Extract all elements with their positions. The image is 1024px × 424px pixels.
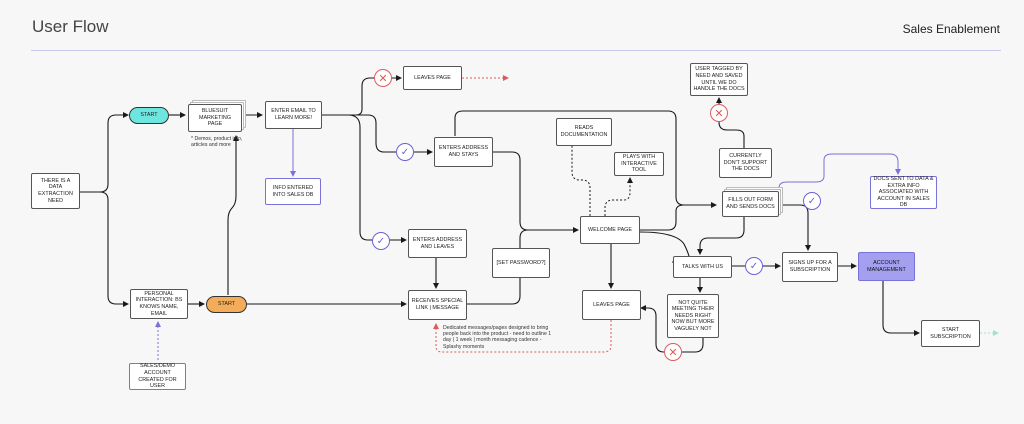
node-leaves-page-top: LEAVES PAGE <box>403 66 462 90</box>
approve-check-icon: ✓ <box>396 143 414 161</box>
connector <box>454 110 717 208</box>
connector <box>640 204 716 231</box>
note-demos: * Demos, product info, articles and more <box>191 136 243 149</box>
connector <box>80 112 129 193</box>
node-fills-out-form: FILLS OUT FORM AND SENDS DOCS <box>722 191 779 217</box>
node-enter-email: ENTER EMAIL TO LEARN MORE! <box>265 101 322 129</box>
red-dotted-connector <box>433 320 612 353</box>
node-leaves-page-mid: LEAVES PAGE <box>582 290 641 320</box>
node-salesdemo-account: SALES/DEMO ACCOUNT CREATED FOR USER <box>129 363 186 390</box>
node-start-top: START <box>129 107 169 124</box>
reject-x-icon: ✕ <box>374 69 392 87</box>
approve-check-icon: ✓ <box>745 257 763 275</box>
node-data-need: THERE IS A DATA EXTRACTION NEED <box>31 173 80 209</box>
connector <box>340 114 433 155</box>
approve-check-icon: ✓ <box>803 192 821 210</box>
node-enters-address-stays: ENTERS ADDRESS AND STAYS <box>434 137 493 167</box>
node-receives-link: RECEIVES SPECIAL LINK | MESSAGE <box>408 290 467 320</box>
node-signs-up: SIGNS UP FOR A SUBSCRIPTION <box>782 252 838 282</box>
connector <box>716 97 745 148</box>
connector <box>640 305 704 353</box>
connector <box>779 204 811 251</box>
note-dedicated-messages: Dedicated messages/pages designed to bri… <box>443 325 552 350</box>
approve-check-icon: ✓ <box>372 232 390 250</box>
connector <box>347 114 407 243</box>
reject-x-icon: ✕ <box>664 343 682 361</box>
node-not-quite: NOT QUITE MEETING THEIR NEEDS RIGHT NOW … <box>667 294 719 338</box>
node-bluesuit-marketing: BLUESUIT MARKETING PAGE <box>188 104 242 132</box>
node-talks-with-us: TALKS WITH US <box>673 256 732 278</box>
connector <box>493 151 579 233</box>
node-reads-documentation: READS DOCUMENTATION <box>556 118 612 146</box>
page-subtitle: Sales Enablement <box>902 22 1000 36</box>
node-set-password: [SET PASSWORD?] <box>492 248 550 278</box>
page-title: User Flow <box>32 17 109 36</box>
dotted-connector <box>604 177 633 216</box>
node-enters-address-leaves: ENTERS ADDRESS AND LEAVES <box>408 229 467 258</box>
node-start-subscription: START SUBSCRIPTION <box>921 320 980 347</box>
node-welcome-page: WELCOME PAGE <box>580 216 640 244</box>
node-user-tagged: USER TAGGED BY NEED AND SAVED UNTIL WE D… <box>690 63 748 96</box>
connector <box>882 281 920 336</box>
header-divider <box>31 50 1001 51</box>
node-currently-dont-support: CURRENTLY DON'T SUPPORT THE DOCS <box>719 148 772 178</box>
node-start-bottom: START <box>206 296 247 313</box>
node-docs-sent: DOCS SENT TO DATA & EXTRA INFO ASSOCIATE… <box>870 176 937 209</box>
connector <box>227 135 239 295</box>
node-info-entered: INFO ENTERED INTO SALES DB <box>265 178 321 205</box>
node-account-management[interactable]: ACCOUNT MANAGEMENT <box>858 252 915 281</box>
node-plays-interactive: PLAYS WITH INTERACTIVE TOOL <box>614 152 664 176</box>
dotted-connector <box>569 139 591 216</box>
connector <box>697 217 745 255</box>
reject-x-icon: ✕ <box>710 104 728 122</box>
connector <box>80 191 129 307</box>
purple-connector <box>778 153 901 189</box>
node-personal-interaction: PERSONAL INTERACTION: BS KNOWS NAME, EMA… <box>130 289 188 319</box>
